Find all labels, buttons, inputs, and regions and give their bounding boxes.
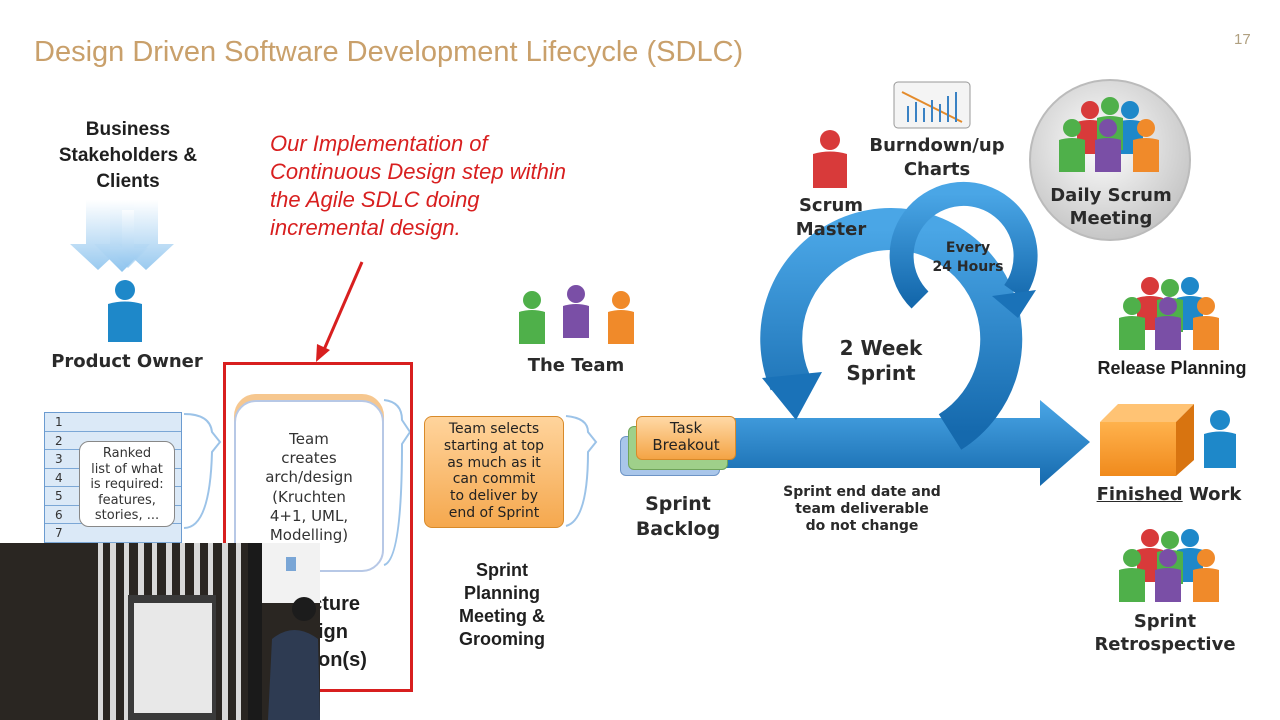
label-line: Master xyxy=(795,219,867,241)
label-line: Burndown/up xyxy=(869,135,1005,156)
webcam-scene xyxy=(0,543,320,720)
sprint-flow-arrow xyxy=(700,400,1090,486)
annotation-arrow xyxy=(316,261,364,362)
card-line: can commit xyxy=(452,471,536,488)
burndown-chart-icon xyxy=(893,81,971,129)
label-line: Retrospective xyxy=(1094,634,1236,656)
backlog-text-line: features, xyxy=(98,492,156,508)
card-line: Team selects xyxy=(448,421,540,437)
card-line: starting at top xyxy=(443,437,545,454)
card-line: Modelling) xyxy=(269,525,349,544)
card-line: as much as it xyxy=(447,454,541,471)
daily-scrum-label: Daily Scrum Meeting xyxy=(1048,184,1174,231)
label-line: Stakeholders & xyxy=(58,145,198,167)
label-line: Scrum xyxy=(798,195,864,216)
card-line: Task xyxy=(669,419,703,437)
label-word: Finished xyxy=(1096,484,1183,505)
label-line: Sprint xyxy=(1133,611,1197,632)
card-line: (Kruchten xyxy=(272,487,346,506)
label-line: 24 Hours xyxy=(932,258,1004,275)
release-planning-label: Release Planning xyxy=(1097,358,1247,378)
stakeholders-label: Business Stakeholders & Clients xyxy=(44,117,212,196)
card-line: Breakout xyxy=(652,436,720,455)
slide-title: Design Driven Software Development Lifec… xyxy=(34,36,744,68)
label-line: Meeting xyxy=(1069,208,1153,230)
label-line: team deliverable xyxy=(795,501,929,518)
backlog-text-line: list of what xyxy=(91,461,163,477)
note-line: the Agile SDLC doing xyxy=(270,187,480,213)
finished-work-box-icon xyxy=(1100,404,1194,476)
sprint-retrospective-label: Sprint Retrospective xyxy=(1090,610,1240,657)
release-planning-people-icons xyxy=(1119,277,1219,350)
card-line: to deliver by xyxy=(449,488,539,505)
card-line: Team xyxy=(289,430,329,448)
label-line: do not change xyxy=(805,518,919,535)
backlog-text-line: Ranked xyxy=(102,446,152,461)
label-line: Business xyxy=(85,119,171,140)
card-line: arch/design xyxy=(265,468,353,487)
daily-cycle-arrow xyxy=(889,181,1038,318)
team-people-icons xyxy=(519,285,634,344)
sprint-cycle-arrow xyxy=(760,208,1023,450)
label-line: ign xyxy=(318,621,348,643)
label-line: 2 Week xyxy=(839,336,923,360)
backlog-text-line: stories, ... xyxy=(94,508,160,524)
task-breakout-card: Task Breakout xyxy=(636,416,736,460)
note-line: incremental design. xyxy=(270,215,461,241)
flow-brackets xyxy=(183,399,598,566)
sprint-backlog-label: Sprint Backlog xyxy=(624,492,732,541)
label-line: Meeting & xyxy=(458,606,545,627)
page-number: 17 xyxy=(1234,31,1251,48)
note-line: Our Implementation of xyxy=(270,131,488,156)
product-backlog-list: 1 2 3 4 5 6 7 Ranked list of what is req… xyxy=(44,412,182,544)
label-line: on(s) xyxy=(318,649,367,671)
product-owner-label: Product Owner xyxy=(51,351,203,372)
label-line: Sprint end date and xyxy=(783,484,941,500)
card-line: creates xyxy=(281,449,337,468)
implementation-note: Our Implementation of Continuous Design … xyxy=(270,130,630,243)
team-selects-card: Team selects starting at top as much as … xyxy=(424,416,564,528)
two-week-sprint-label: 2 Week Sprint xyxy=(832,336,930,386)
backlog-description: Ranked list of what is required: feature… xyxy=(79,441,175,527)
label-line: Sprint xyxy=(846,361,916,385)
every-24-hours-label: Every 24 Hours xyxy=(928,239,1008,277)
retrospective-people-icons xyxy=(1119,529,1219,602)
scrum-master-person-icon xyxy=(813,130,847,188)
product-owner-person-icon xyxy=(108,280,142,342)
the-team-label: The Team xyxy=(527,355,625,376)
label-line: Clients xyxy=(96,171,160,193)
scrum-master-label: Scrum Master xyxy=(790,194,872,243)
backlog-row: 7 xyxy=(45,524,181,543)
label-line: Grooming xyxy=(459,629,545,650)
burndown-charts-label: Burndown/up Charts xyxy=(866,134,1008,183)
sprint-end-note: Sprint end date and team deliverable do … xyxy=(774,484,950,535)
label-line: Sprint xyxy=(645,493,711,515)
label-line: Sprint xyxy=(476,560,528,580)
label-line: Every xyxy=(945,240,991,256)
label-line: Planning xyxy=(464,583,540,604)
finished-work-person-icon xyxy=(1204,410,1236,468)
backlog-text-line: is required: xyxy=(90,477,164,493)
label-line: Backlog xyxy=(635,517,721,540)
card-line: 4+1, UML, xyxy=(269,506,349,525)
note-line: Continuous Design step within xyxy=(270,159,566,185)
label-word: Work xyxy=(1188,484,1242,505)
sprint-planning-label: Sprint Planning Meeting & Grooming xyxy=(440,559,564,651)
presenter-webcam-overlay xyxy=(0,543,320,720)
finished-work-label: Finished Work xyxy=(1094,484,1244,506)
backlog-row: 1 xyxy=(45,413,181,432)
label-line: Charts xyxy=(903,159,971,181)
card-line: end of Sprint xyxy=(448,504,540,521)
stakeholder-down-arrows xyxy=(70,200,174,272)
daily-scrum-circle xyxy=(1029,79,1191,241)
label-line: Daily Scrum xyxy=(1050,185,1172,206)
